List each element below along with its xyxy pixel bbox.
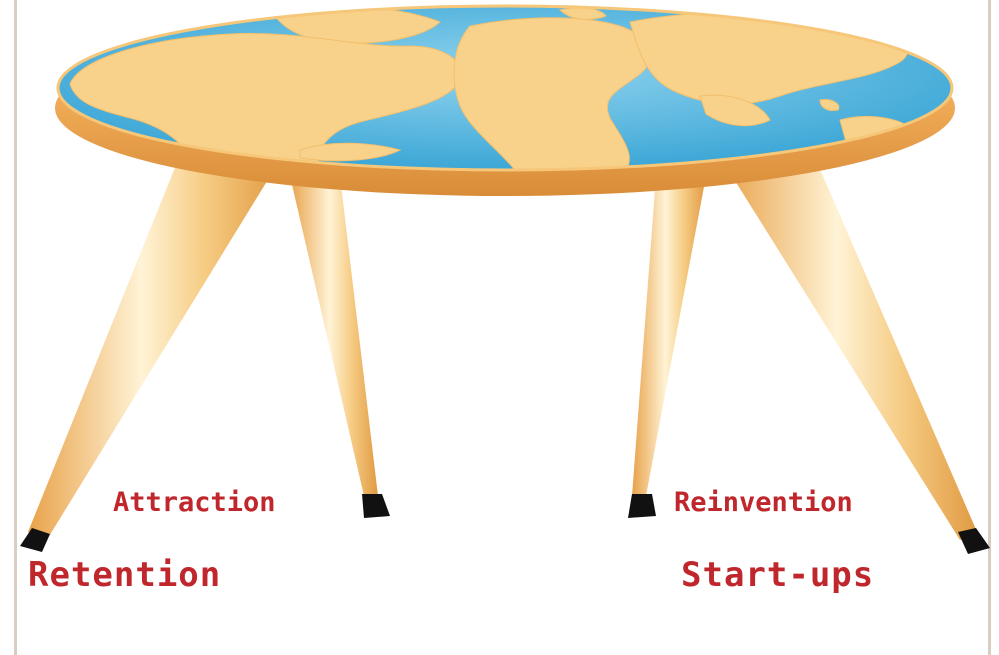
label-retention: Retention <box>28 555 222 595</box>
label-reinvention: Reinvention <box>674 487 853 518</box>
right-frame-line <box>988 0 991 655</box>
left-frame-line <box>14 0 17 655</box>
foot-reinvention-icon <box>628 494 656 518</box>
foot-retention-icon <box>20 528 50 552</box>
foot-startups-icon <box>958 528 990 554</box>
leg-attraction <box>290 176 378 496</box>
leg-reinvention <box>632 176 706 496</box>
leg-retention <box>28 160 280 538</box>
leg-startups <box>722 160 978 540</box>
foot-attraction-icon <box>362 494 390 518</box>
label-startups: Start-ups <box>681 555 875 595</box>
label-attraction: Attraction <box>113 487 276 518</box>
world-map-tabletop-icon <box>56 4 954 172</box>
